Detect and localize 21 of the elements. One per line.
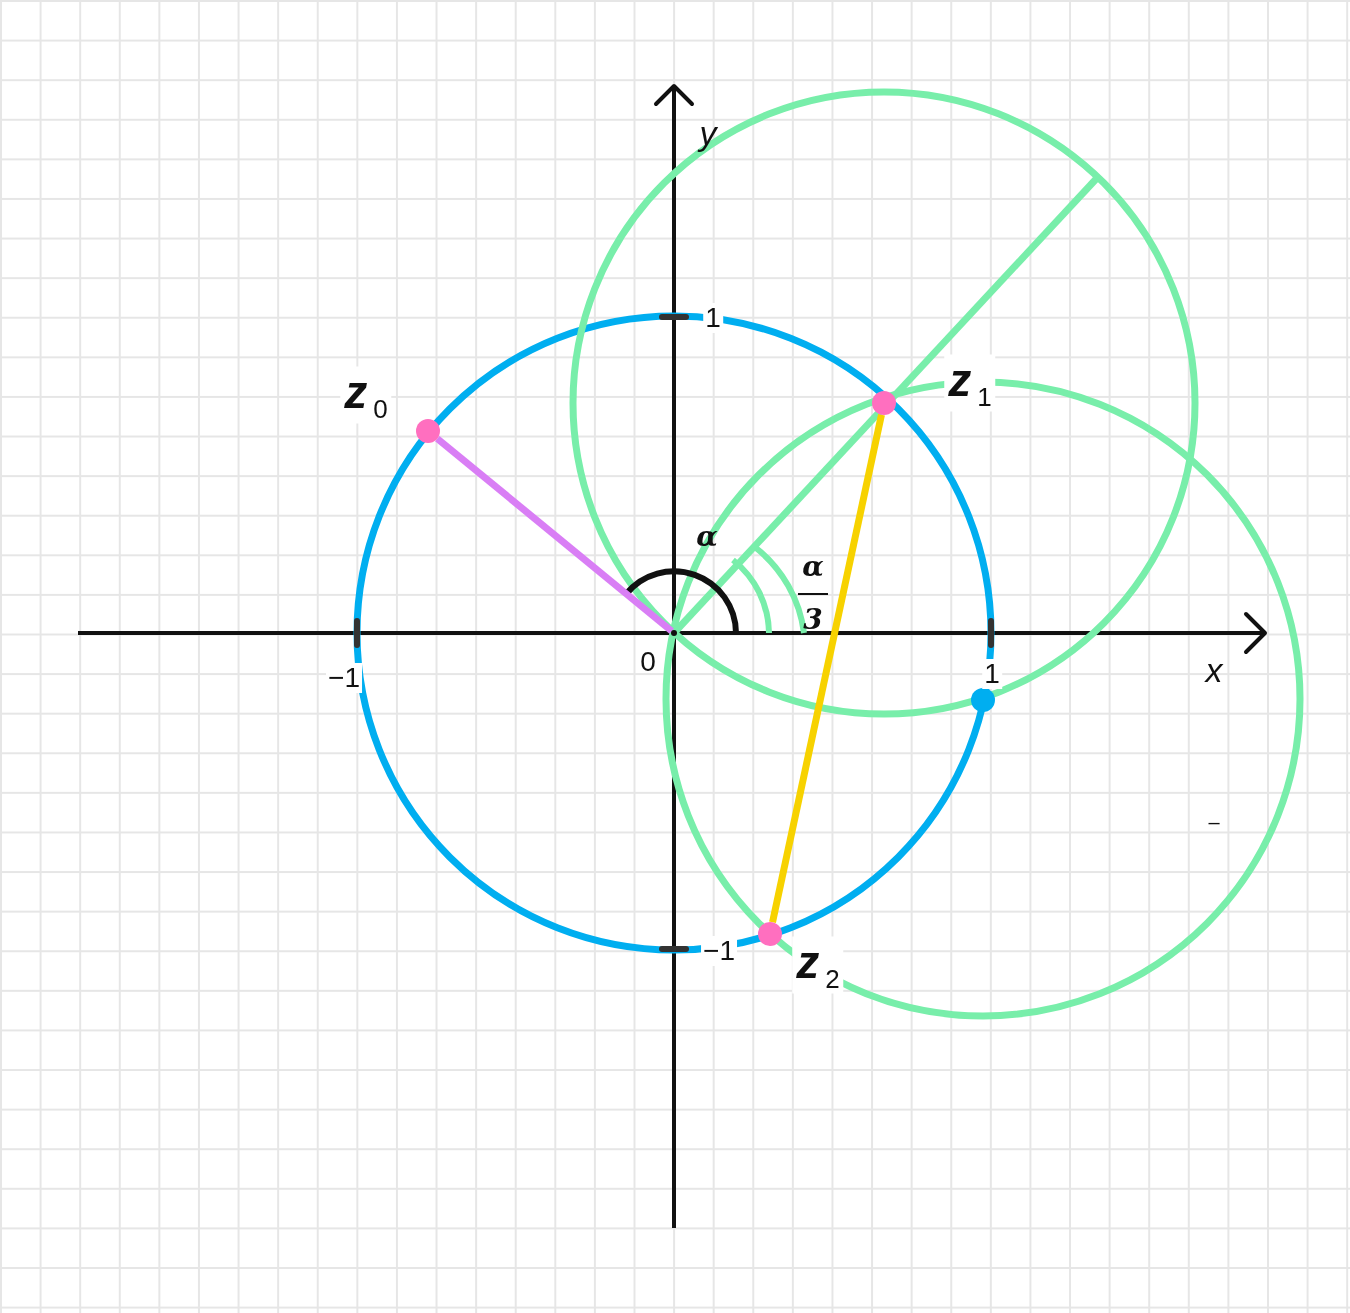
tick-label: 1 [982, 659, 1002, 689]
point-label: z$_{1}$ [944, 354, 996, 412]
tick-label: −1 [701, 936, 737, 966]
line-segment [435, 435, 674, 634]
point-label: z$_{0}$ [340, 366, 392, 424]
point-marker [872, 391, 896, 415]
point-marker [671, 630, 677, 636]
tick-label: −1 [326, 663, 362, 693]
angle-label: α [695, 522, 719, 552]
line-segment [769, 414, 885, 923]
fraction-denominator: 3 [802, 605, 824, 635]
origin-label: 0 [639, 647, 657, 677]
point-marker [971, 688, 995, 712]
point-marker [758, 922, 782, 946]
point-label: z$_{2}$ [792, 936, 844, 994]
tick-label: 1 [703, 303, 723, 333]
axis-label: x [1203, 652, 1224, 688]
dash-mark: – [1207, 811, 1221, 833]
fraction-numerator: α [801, 552, 825, 582]
point-marker [416, 419, 440, 443]
axis-label: y [697, 115, 719, 151]
